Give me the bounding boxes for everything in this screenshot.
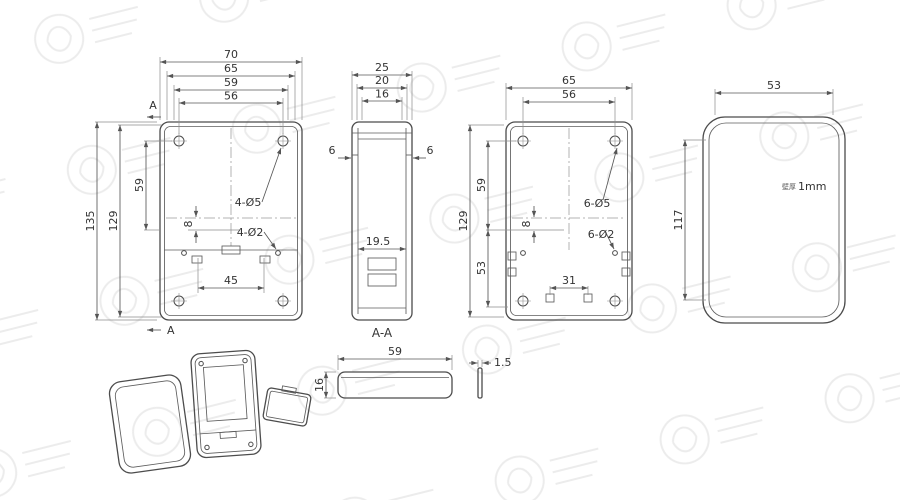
thin-plate-part: 1.5 [469, 356, 512, 399]
front-dim-width-outer: 70 [224, 48, 238, 61]
lid-outline [702, 116, 846, 324]
back-view: 65 56 129 59 8 53 31 6-Ø5 6-Ø2 [457, 74, 633, 321]
section-view-label: A-A [372, 326, 393, 340]
section-dim-depth-mid: 20 [375, 74, 389, 87]
front-dim-width-lid: 65 [224, 62, 238, 75]
section-dim-depth-outer: 25 [375, 61, 389, 74]
lid-note-prefix: 壁厚 [782, 182, 796, 191]
lid-wall-note: 壁厚 1mm [782, 180, 826, 193]
back-callouts: 6-Ø5 6-Ø2 [584, 147, 618, 250]
back-dim-width-holes: 56 [562, 88, 576, 101]
lid-dim-height: 117 [672, 210, 685, 231]
back-dim-width-outer: 65 [562, 74, 576, 87]
back-callout-screw-holes: 6-Ø5 [584, 197, 611, 210]
front-dim-width-inner: 56 [224, 90, 238, 103]
section-dim-depth-inner: 16 [375, 88, 389, 101]
section-dim-cavity-depth: 19.5 [366, 235, 391, 248]
front-dim-width-holes: 59 [224, 76, 238, 89]
front-dimension-battery: 45 [197, 258, 265, 293]
back-dimensions-left: 129 59 8 53 [457, 124, 564, 318]
front-callout-pin-holes: 4-Ø2 [237, 226, 264, 239]
body-part [190, 349, 262, 459]
back-dimension-slots: 31 [549, 274, 589, 295]
back-dim-offset-center: 8 [520, 221, 533, 228]
strip-part: 59 16 [313, 345, 453, 399]
back-callout-pin-holes: 6-Ø2 [588, 228, 615, 241]
front-dim-height-outer: 135 [84, 211, 97, 232]
front-dim-height-inner: 129 [107, 211, 120, 232]
back-dim-height-inner: 129 [457, 211, 470, 232]
front-callouts: 4-Ø5 4-Ø2 [235, 147, 282, 250]
front-dimensions-top: 70 65 59 56 [159, 48, 303, 134]
front-section-markers: A A [147, 99, 175, 337]
back-dim-slot-spacing: 31 [562, 274, 576, 287]
front-callout-screw-holes: 4-Ø5 [235, 196, 262, 209]
section-marker-bottom: A [167, 324, 175, 337]
section-dim-wall-left: 6 [329, 144, 336, 157]
back-dimensions-top: 65 56 [505, 74, 633, 134]
section-dimensions-walls: 6 6 [329, 144, 434, 161]
back-dim-height-lower: 53 [475, 261, 488, 275]
section-view: 25 20 16 6 6 19.5 A-A [329, 61, 434, 340]
back-outline [505, 121, 633, 321]
thin-plate-dim-thickness: 1.5 [494, 356, 512, 369]
lid-dim-width: 53 [767, 79, 781, 92]
lid-note-value: 1mm [798, 180, 826, 193]
back-dim-height-upper: 59 [475, 178, 488, 192]
section-dim-wall-right: 6 [427, 144, 434, 157]
section-outline [351, 121, 413, 321]
front-dimensions-left: 135 129 59 8 [84, 121, 240, 321]
front-dim-height-upper: 59 [133, 178, 146, 192]
front-outline [159, 121, 303, 321]
front-view: 70 65 59 56 135 129 59 8 45 [84, 48, 303, 337]
cover-plate-part [262, 385, 312, 427]
section-marker-top: A [149, 99, 157, 112]
section-dimensions-top: 25 20 16 [351, 61, 413, 120]
lid-view: 53 117 壁厚 1mm [672, 79, 846, 324]
lid-dimensions: 53 117 [672, 79, 834, 301]
exploded-view: 59 16 1.5 [108, 345, 512, 474]
section-dimension-cavity: 19.5 [358, 235, 406, 252]
strip-dim-height: 16 [313, 378, 326, 392]
front-dim-offset-center: 8 [182, 221, 195, 228]
lid-part [108, 374, 192, 474]
strip-dim-length: 59 [388, 345, 402, 358]
front-dim-battery-width: 45 [224, 274, 238, 287]
